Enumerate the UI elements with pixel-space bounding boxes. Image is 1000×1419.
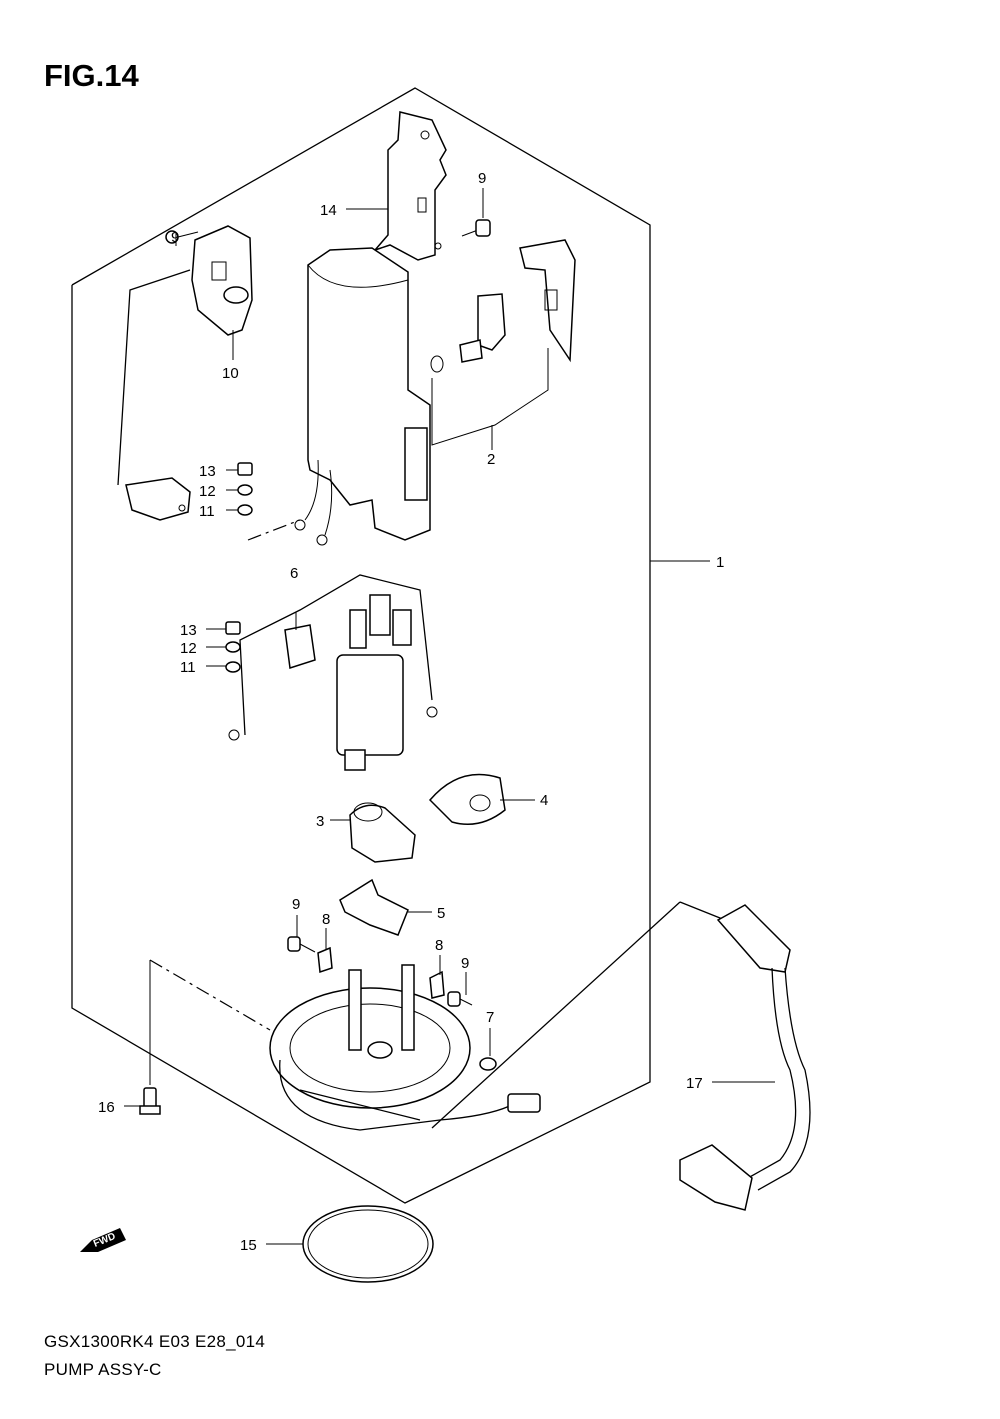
callout-8-left: 8 bbox=[322, 911, 330, 928]
callout-9-upper-left: 9 bbox=[171, 229, 179, 246]
callout-3: 3 bbox=[316, 813, 324, 830]
screw-part-9-middle-left bbox=[287, 936, 316, 953]
screw-part-9-upper-right bbox=[461, 219, 491, 237]
pump-housing-part-2 bbox=[294, 247, 431, 546]
callout-12-lower: 12 bbox=[180, 640, 197, 657]
assembly-boundary bbox=[71, 87, 651, 1204]
callout-11-upper: 11 bbox=[199, 503, 215, 520]
fuel-pump-unit bbox=[228, 574, 438, 771]
screw-part-9-middle-right bbox=[447, 991, 473, 1007]
callout-16: 16 bbox=[98, 1099, 115, 1116]
callout-15: 15 bbox=[240, 1237, 257, 1254]
callout-13-upper: 13 bbox=[199, 463, 216, 480]
callout-9-middle-right: 9 bbox=[461, 955, 469, 972]
fasteners-upper-11-12-13 bbox=[237, 462, 301, 541]
callout-2: 2 bbox=[487, 451, 495, 468]
fuel-gauge-part-10 bbox=[117, 225, 253, 521]
washer-part-7 bbox=[479, 1057, 497, 1071]
cap-part-4 bbox=[428, 773, 506, 825]
callout-9-middle-left: 9 bbox=[292, 896, 300, 913]
callout-6: 6 bbox=[290, 565, 298, 582]
clip-part-8-left bbox=[317, 946, 333, 974]
callout-8-right: 8 bbox=[435, 937, 443, 954]
callout-14: 14 bbox=[320, 202, 337, 219]
callout-5: 5 bbox=[437, 905, 445, 922]
figure-title: FIG.14 bbox=[44, 58, 139, 93]
callout-labels: 1 2 3 4 5 6 7 8 8 9 9 9 9 10 11 11 12 12… bbox=[98, 170, 724, 1254]
callout-10: 10 bbox=[222, 365, 239, 382]
o-ring-part-15 bbox=[302, 1205, 434, 1283]
callout-13-lower: 13 bbox=[180, 622, 197, 639]
callout-11-lower: 11 bbox=[180, 659, 196, 676]
callout-17: 17 bbox=[686, 1075, 703, 1092]
bracket-part-14 bbox=[372, 111, 447, 261]
holder-part-3 bbox=[349, 802, 416, 863]
callout-4: 4 bbox=[540, 792, 548, 809]
callout-7: 7 bbox=[486, 1009, 494, 1026]
assembly-name: PUMP ASSY-C bbox=[44, 1360, 162, 1379]
fasteners-lower-11-12-13 bbox=[225, 621, 241, 673]
leader-lines bbox=[124, 188, 775, 1245]
callout-1: 1 bbox=[716, 554, 724, 571]
pressure-regulator bbox=[430, 239, 576, 446]
bolt-part-16 bbox=[139, 1087, 161, 1115]
callout-9-upper-right: 9 bbox=[478, 170, 486, 187]
screw-part-9-upper-left bbox=[165, 230, 199, 244]
forward-arrow-icon: FWD bbox=[80, 1228, 126, 1252]
plate-part-5 bbox=[339, 878, 409, 936]
fuel-hose-part-17 bbox=[431, 901, 811, 1211]
clip-part-8-right bbox=[429, 970, 445, 999]
pump-base-flange bbox=[149, 959, 541, 1131]
model-code: GSX1300RK4 E03 E28_014 bbox=[44, 1332, 266, 1351]
callout-12-upper: 12 bbox=[199, 483, 216, 500]
